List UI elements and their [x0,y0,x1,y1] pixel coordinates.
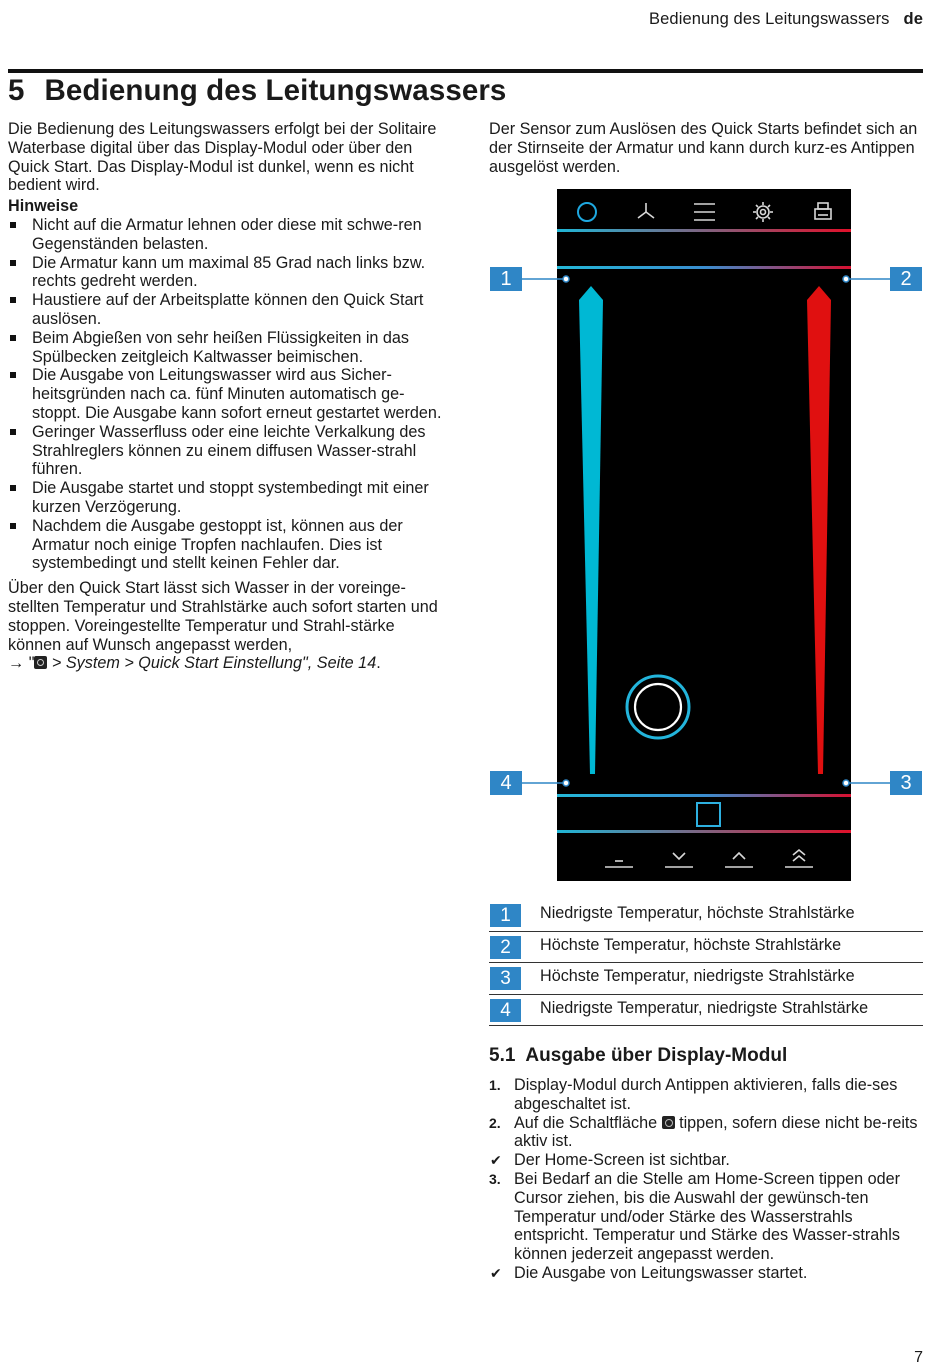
legend-row: 3 Höchste Temperatur, niedrigste Strahls… [489,963,923,995]
cursor-ring[interactable] [625,674,691,740]
home-button-icon [661,1115,675,1129]
legend-row: 2 Höchste Temperatur, höchste Strahlstär… [489,932,923,963]
chapter-title: Bedienung des Leitungswassers [44,74,507,107]
header-section: Bedienung des Leitungswassers [649,10,890,28]
cross-reference[interactable]: → " > System > Quick Start Einstellung",… [8,654,448,673]
legend-text: Niedrigste Temperatur, höchste Strahlstä… [540,904,855,922]
legend-number: 1 [490,904,521,927]
top-rule [8,69,923,73]
step-2: 2. Auf die Schaltfläche tippen, sofern di… [489,1114,929,1152]
step-marker: 2. [489,1114,501,1131]
result-1: ✔ Der Home-Screen ist sichtbar. [489,1151,929,1170]
gear-icon[interactable] [753,202,773,222]
result-text: Die Ausgabe von Leitungswasser startet. [514,1263,808,1282]
note-item: Beim Abgießen von sehr heißen Flüssigkei… [8,329,448,367]
legend-text: Niedrigste Temperatur, niedrigste Strahl… [540,998,869,1017]
cross-reference-text: > System > Quick Start Einstellung", Sei… [47,654,377,673]
callout-3: 3 [890,771,922,795]
menu-icon[interactable] [694,203,715,221]
note-item: Nicht auf die Armatur lehnen oder diese … [8,216,448,254]
note-item: Die Ausgabe startet und stoppt systembed… [8,479,448,517]
right-intro: Der Sensor zum Auslösen des Quick Starts… [489,120,918,176]
note-item: Nachdem die Ausgabe gestoppt ist, können… [8,517,448,573]
subsection-title: Ausgabe über Display-Modul [525,1045,788,1066]
legend-number: 3 [490,967,521,990]
upper-range-bar [557,266,851,269]
stop-square-icon[interactable] [696,802,721,827]
note-item: Haustiere auf der Arbeitsplatte können d… [8,291,448,329]
left-column: Die Bedienung des Leitungswassers erfolg… [8,120,448,673]
callout-leaders [521,275,890,787]
step-text: Auf die Schaltfläche [514,1113,662,1132]
result-text: Der Home-Screen ist sichtbar. [514,1151,730,1170]
lower-range-bar [557,794,851,797]
legend-text: Höchste Temperatur, höchste Strahlstärke [540,935,842,954]
note-item: Geringer Wasserfluss oder eine leichte V… [8,423,448,479]
home-circle-icon[interactable] [577,202,597,222]
step-text: Bei Bedarf an die Stelle am Home-Screen … [514,1169,901,1264]
notes-title: Hinweise [8,197,79,216]
step-text: Display-Modul durch Antippen aktivieren,… [514,1076,898,1113]
settings-icon [34,656,48,670]
step-text: tippen, sofern diese nicht be-reits akti… [514,1113,918,1151]
result-2: ✔ Die Ausgabe von Leitungswasser startet. [489,1264,929,1283]
note-item: Die Armatur kann um maximal 85 Grad nach… [8,254,448,292]
chapter-heading: 5 Bedienung des Leitungswassers [8,74,506,108]
period: . [376,654,381,673]
step-1: 1. Display-Modul durch Antippen aktiviere… [489,1076,929,1114]
instruction-steps: 1. Display-Modul durch Antippen aktiviere… [489,1076,929,1283]
legend-row: 1 Niedrigste Temperatur, höchste Strahls… [489,900,923,932]
quick-start-paragraph: Über den Quick Start lässt sich Wasser i… [8,579,438,654]
display-module [557,189,851,881]
running-header: Bedienung des Leitungswassers de [649,10,923,29]
intro-paragraph: Die Bedienung des Leitungswassers erfolg… [8,120,437,195]
step-marker: 3. [489,1170,501,1187]
legend-number: 2 [490,935,521,959]
display-module-graphic [557,202,851,868]
callout-1: 1 [490,267,522,291]
page-number: 7 [914,1349,923,1366]
subsection-number: 5.1 [489,1045,516,1066]
note-item: Die Ausgabe von Leitungswasser wird aus … [8,366,448,422]
check-icon: ✔ [490,1152,502,1169]
callout-2: 2 [890,267,922,291]
arrow-icon: → [8,654,25,673]
chevron-up-icon[interactable] [725,851,753,868]
legend-number: 4 [490,998,521,1022]
quote-mark: " [28,654,35,673]
printer-icon[interactable] [814,202,832,220]
chapter-number: 5 [8,74,25,107]
step-3: 3. Bei Bedarf an die Stelle am Home-Scree… [489,1170,929,1264]
legend-table: 1 Niedrigste Temperatur, höchste Strahls… [489,900,923,1026]
bottom-color-bar [557,830,851,833]
header-lang: de [903,10,923,28]
minus-line-icon[interactable] [605,860,633,868]
hot-indicator[interactable] [807,286,831,774]
legend-row: 4 Niedrigste Temperatur, niedrigste Stra… [489,995,923,1026]
fan-icon[interactable] [637,203,655,219]
check-icon: ✔ [490,1264,502,1281]
cold-indicator[interactable] [579,286,603,774]
legend-text: Höchste Temperatur, niedrigste Strahlstä… [540,967,855,985]
notes-list: Nicht auf die Armatur lehnen oder diese … [8,216,448,573]
top-color-bar [557,229,851,232]
subsection-heading: 5.1 Ausgabe über Display-Modul [489,1045,787,1067]
double-chevron-up-icon[interactable] [785,848,813,868]
callout-4: 4 [490,771,522,795]
chevron-down-icon[interactable] [665,852,693,868]
step-marker: 1. [489,1077,501,1093]
